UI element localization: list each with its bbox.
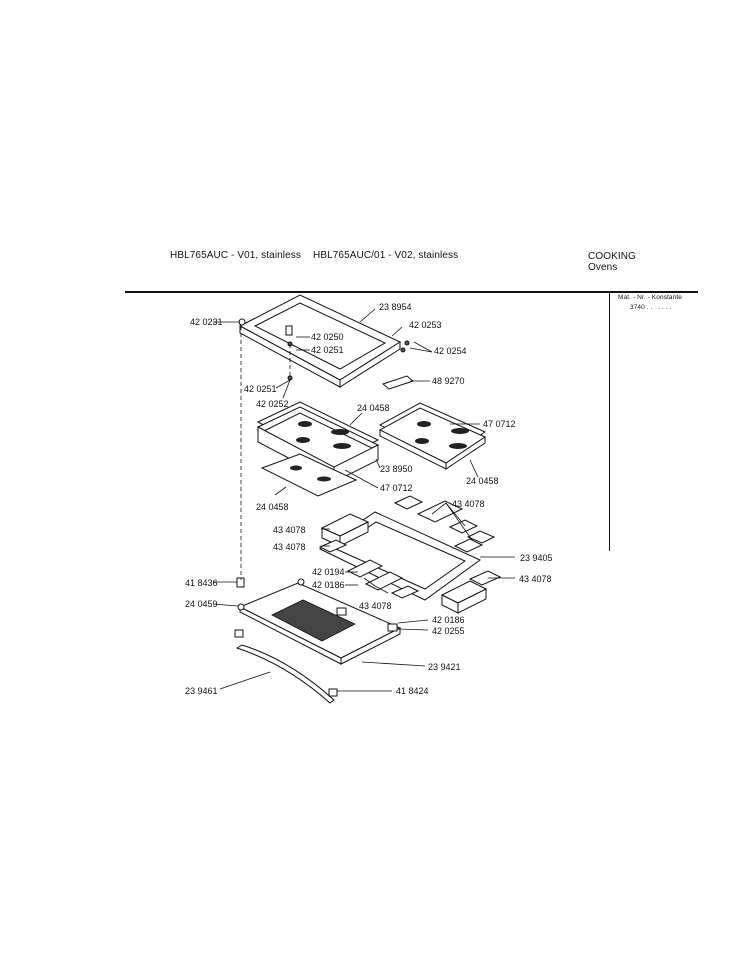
part-label: 41 8436 [185, 578, 218, 588]
door-plate [237, 578, 402, 665]
glass-panel-right [378, 402, 487, 470]
leader-lines [212, 308, 515, 692]
model-label-v01: HBL765AUC - V01, stainless [170, 250, 301, 261]
spacer-blocks [318, 495, 502, 614]
part-label: 42 0251 [311, 345, 344, 355]
part-label: 42 0186 [432, 615, 465, 625]
part-label: 24 0459 [185, 599, 218, 609]
part-label: 47 0712 [380, 483, 413, 493]
door-handle-trim [234, 629, 338, 704]
material-number-value: 3740 . . . . . . [630, 304, 672, 311]
part-label: 42 0251 [244, 384, 277, 394]
model-label-v02: HBL765AUC/01 - V02, stainless [313, 250, 459, 261]
part-label: 42 0252 [256, 399, 289, 409]
part-label: 23 9421 [428, 662, 461, 672]
material-number-label: Mat. - Nr. - Konstante [618, 294, 682, 301]
glass-panel-lower [260, 453, 358, 497]
part-label: 42 0194 [312, 567, 345, 577]
part-label: 23 9461 [185, 686, 218, 696]
header-rule [125, 291, 698, 293]
part-label: 23 8950 [380, 464, 413, 474]
part-label: 42 0253 [409, 320, 442, 330]
part-label: 24 0458 [357, 403, 390, 413]
part-label: 48 9270 [432, 376, 465, 386]
subcategory-label: Ovens [588, 262, 618, 273]
top-cover-frame [238, 294, 402, 388]
part-label: 43 4078 [519, 574, 552, 584]
part-number-labels: 23 8954 42 0231 42 0253 42 0250 42 0251 … [185, 302, 553, 696]
part-label: 41 8424 [396, 686, 429, 696]
part-label: 47 0712 [483, 419, 516, 429]
part-label: 42 0254 [434, 346, 467, 356]
part-label: 42 0231 [190, 317, 223, 327]
part-label: 24 0458 [466, 476, 499, 486]
sidebar-divider [609, 291, 610, 551]
part-label: 42 0255 [432, 626, 465, 636]
part-label: 43 4078 [359, 601, 392, 611]
part-label: 43 4078 [273, 525, 306, 535]
part-label: 43 4078 [273, 542, 306, 552]
part-label: 42 0186 [312, 580, 345, 590]
part-label: 43 4078 [452, 499, 485, 509]
part-label: 24 0458 [256, 502, 289, 512]
part-label: 42 0250 [311, 332, 344, 342]
part-label: 23 9405 [520, 553, 553, 563]
hinge-pin [236, 577, 245, 588]
part-label: 23 8954 [379, 302, 412, 312]
category-label: COOKING [588, 251, 636, 262]
glass-panel-stack [256, 401, 380, 483]
bracket-489270 [381, 375, 415, 390]
